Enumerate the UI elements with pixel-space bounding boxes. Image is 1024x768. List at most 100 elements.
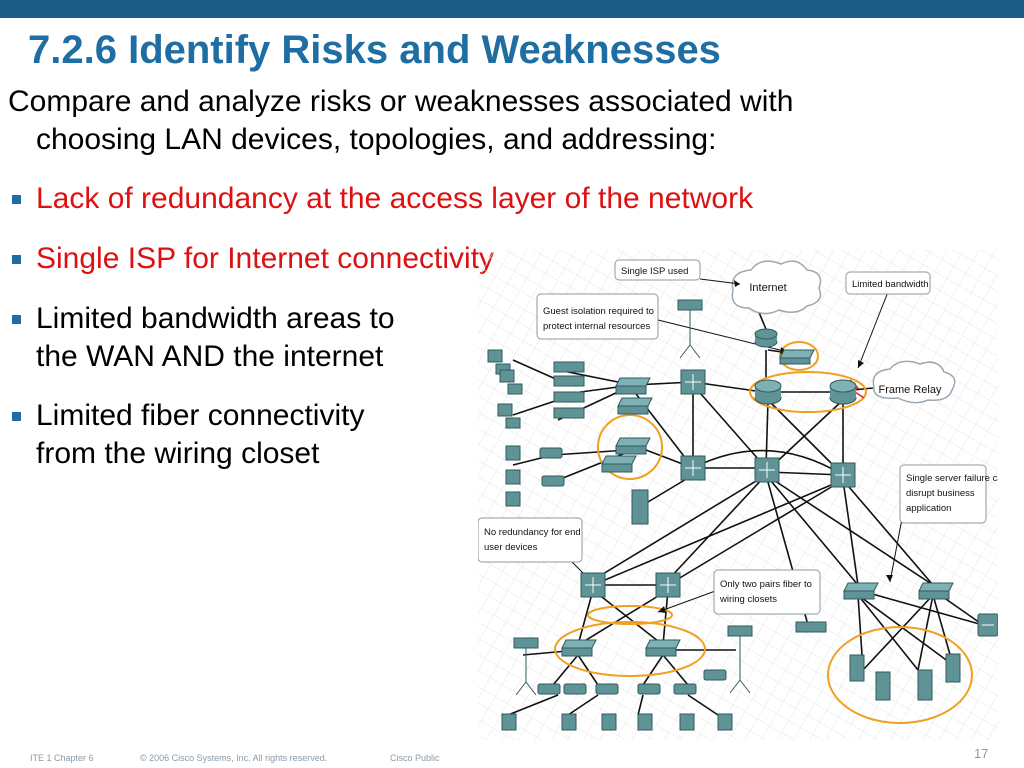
bullet-square-icon xyxy=(12,412,21,421)
bullet-square-icon xyxy=(12,315,21,324)
workstation-icon xyxy=(505,445,521,461)
bullet-square-icon xyxy=(12,255,21,264)
server-icon xyxy=(631,489,649,525)
network-topology-diagram: Internet Frame Relay Single ISP used Lim… xyxy=(478,250,998,740)
highlight-server-farm xyxy=(827,626,973,724)
risk-highlights xyxy=(554,341,973,724)
ip-phone-icon xyxy=(595,683,619,695)
workstation-icon xyxy=(499,369,523,395)
callout-single-server: Single server failure can disrupt busine… xyxy=(899,464,998,524)
workstation-icon xyxy=(561,713,577,731)
intro-line-1: Compare and analyze risks or weaknesses … xyxy=(8,85,794,118)
workstation-icon xyxy=(505,469,521,485)
access-switch-icon xyxy=(601,455,637,473)
workstation-icon xyxy=(505,491,521,507)
server-icon xyxy=(945,653,961,683)
callout-guest-isolation: Guest isolation required to protect inte… xyxy=(536,293,659,340)
server-icon xyxy=(917,669,933,701)
network-devices xyxy=(487,299,998,731)
bullet-text-line-2: the WAN AND the internet xyxy=(36,340,384,373)
ip-phone-icon xyxy=(539,447,563,459)
ip-phone-icon xyxy=(673,683,697,695)
internet-cloud: Internet xyxy=(731,260,822,315)
slide-title: 7.2.6 Identify Risks and Weaknesses xyxy=(28,28,721,72)
bullet-text: Limited bandwidth areas to xyxy=(36,302,395,335)
ip-phone-icon xyxy=(537,683,561,695)
frame-relay-label: Frame Relay xyxy=(879,384,942,396)
ip-phone-icon xyxy=(563,683,587,695)
network-links xyxy=(507,309,984,716)
bullet-text-line-2: from the wiring closet xyxy=(36,437,320,470)
highlight-edge-routers xyxy=(749,371,867,413)
core-multilayer-switch-icon xyxy=(754,457,780,483)
core-multilayer-switch-icon xyxy=(680,369,706,395)
highlight-access-switches xyxy=(554,621,706,677)
svg-text:wiring closets: wiring closets xyxy=(719,594,777,605)
wireless-access-point-icon xyxy=(727,625,753,694)
highlight-wiring-switch xyxy=(597,414,663,480)
svg-text:No redundancy for end: No redundancy for end xyxy=(484,527,581,538)
top-banner xyxy=(0,0,1024,18)
svg-text:Guest isolation required to: Guest isolation required to xyxy=(543,306,654,317)
callout-boxes: Single ISP used Limited bandwidth Guest … xyxy=(478,259,998,615)
highlight-fiber-link xyxy=(587,605,673,625)
workstation-icon xyxy=(487,349,511,375)
bullet-text: Limited fiber connectivity xyxy=(36,399,365,432)
ip-phone-icon xyxy=(541,475,565,487)
access-switch-icon xyxy=(645,639,681,657)
workstation-icon xyxy=(501,713,517,731)
access-switch-icon xyxy=(615,437,651,455)
wireless-access-point-icon xyxy=(513,637,539,696)
callout-limited-bandwidth: Limited bandwidth xyxy=(845,271,931,295)
svg-text:Limited bandwidth: Limited bandwidth xyxy=(852,279,929,290)
bullet-text: Single ISP for Internet connectivity xyxy=(36,242,495,275)
footer-classification: Cisco Public xyxy=(390,753,440,763)
edge-router-icon xyxy=(829,379,857,405)
internet-label: Internet xyxy=(749,282,786,294)
ip-phone-icon xyxy=(703,669,727,681)
access-switch-icon xyxy=(918,582,954,600)
access-switch-icon xyxy=(795,621,827,633)
callout-no-redundancy: No redundancy for end user devices xyxy=(478,517,583,563)
svg-text:Single server failure can: Single server failure can xyxy=(906,473,998,484)
workstation-icon xyxy=(637,713,653,731)
footer-copyright: © 2006 Cisco Systems, Inc. All rights re… xyxy=(140,753,328,763)
guest-switch-icon xyxy=(779,349,815,365)
intro-text: Compare and analyze risks or weaknesses … xyxy=(8,83,918,159)
workstation-icon xyxy=(679,713,695,731)
core-multilayer-switch-icon xyxy=(680,455,706,481)
wireless-access-point-icon xyxy=(677,299,703,359)
access-switch-icon xyxy=(561,639,597,657)
distribution-multilayer-switch-icon xyxy=(580,572,606,598)
svg-text:Single ISP used: Single ISP used xyxy=(621,266,688,277)
ip-phone-icon xyxy=(637,683,661,695)
wireless-bridge-icon xyxy=(977,613,998,637)
frame-relay-cloud: Frame Relay xyxy=(849,360,956,404)
callout-two-fiber-pairs: Only two pairs fiber to wiring closets xyxy=(713,569,821,615)
bullet-square-icon xyxy=(12,195,21,204)
core-multilayer-switch-icon xyxy=(830,462,856,488)
footer-course: ITE 1 Chapter 6 xyxy=(30,753,94,763)
isp-router-icon xyxy=(754,328,778,348)
intro-line-2: choosing LAN devices, topologies, and ad… xyxy=(36,123,717,156)
svg-text:disrupt business: disrupt business xyxy=(906,488,975,499)
switch-stack-icon xyxy=(553,361,585,419)
server-icon xyxy=(849,654,865,682)
svg-text:Only two pairs fiber to: Only two pairs fiber to xyxy=(720,579,812,590)
highlight-isp-router xyxy=(779,341,819,371)
svg-text:protect internal resources: protect internal resources xyxy=(543,321,650,332)
workstation-icon xyxy=(497,403,521,429)
access-switch-icon xyxy=(617,397,653,415)
server-icon xyxy=(875,671,891,701)
distribution-multilayer-switch-icon xyxy=(655,572,681,598)
svg-text:application: application xyxy=(906,503,951,514)
bullet-text: Lack of redundancy at the access layer o… xyxy=(36,182,754,215)
workstation-icon xyxy=(717,713,733,731)
workstation-icon xyxy=(601,713,617,731)
edge-router-icon xyxy=(754,379,782,405)
callout-single-isp: Single ISP used xyxy=(614,259,701,281)
page-number: 17 xyxy=(974,746,989,761)
svg-text:user devices: user devices xyxy=(484,542,538,553)
access-switch-icon xyxy=(615,377,651,395)
access-switch-icon xyxy=(843,582,879,600)
